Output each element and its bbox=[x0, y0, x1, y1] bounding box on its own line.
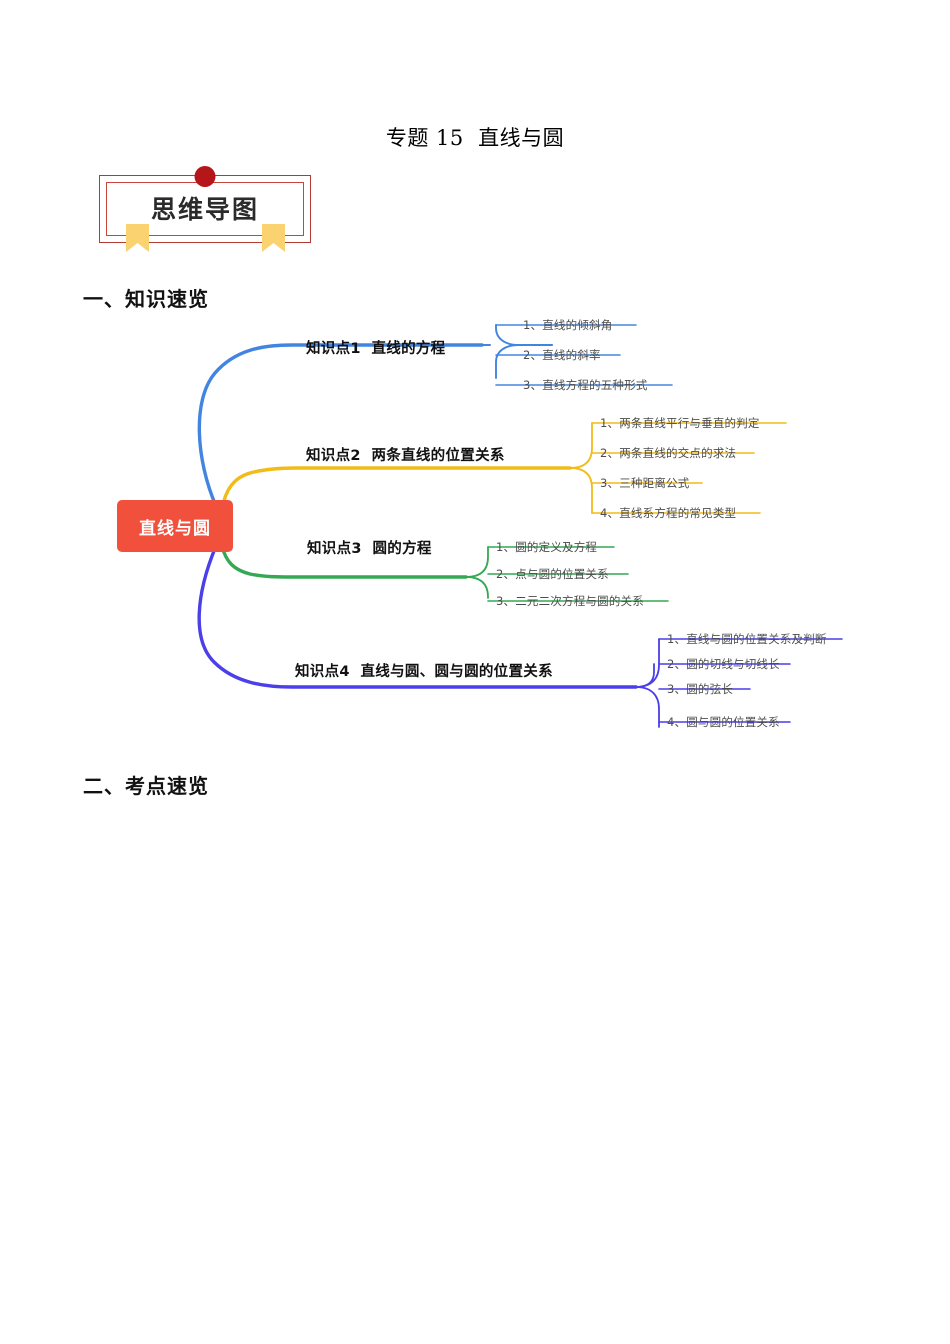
branch-3-leaf-3[interactable]: 3、二元二次方程与圆的关系 bbox=[496, 594, 644, 608]
badge-label: 思维导图 bbox=[150, 195, 259, 224]
branch-title-1[interactable]: 知识点1 直线的方程 bbox=[306, 341, 446, 357]
branch-title-4[interactable]: 知识点4 直线与圆、圆与圆的位置关系 bbox=[295, 664, 553, 680]
branch-2-connectors bbox=[220, 422, 787, 514]
branch-1-leaf-2[interactable]: 2、直线的斜率 bbox=[523, 348, 601, 362]
mindmap-root-node[interactable]: 直线与圆 bbox=[117, 500, 233, 552]
branch-1-leaf-1[interactable]: 1、直线的倾斜角 bbox=[523, 318, 613, 332]
bookmark-ribbon-right-icon bbox=[262, 224, 285, 252]
branch-3-leaf-1[interactable]: 1、圆的定义及方程 bbox=[496, 540, 598, 554]
badge-dot-icon bbox=[194, 166, 216, 187]
branch-title-2[interactable]: 知识点2 两条直线的位置关系 bbox=[306, 448, 505, 464]
branch-2-leaf-3[interactable]: 3、三种距离公式 bbox=[600, 476, 690, 490]
branch-2-leaf-1[interactable]: 1、两条直线平行与垂直的判定 bbox=[600, 416, 760, 430]
page-title: 专题 15 直线与圆 bbox=[385, 126, 565, 150]
section-heading-exam-points-overview: 二、考点速览 bbox=[83, 774, 209, 798]
branch-4-leaf-3[interactable]: 3、圆的弦长 bbox=[667, 682, 734, 696]
branch-2-leaf-4[interactable]: 4、直线系方程的常见类型 bbox=[600, 506, 737, 520]
branch-4-leaf-4[interactable]: 4、圆与圆的位置关系 bbox=[667, 715, 780, 729]
branch-1-leaf-3[interactable]: 3、直线方程的五种形式 bbox=[523, 378, 648, 392]
mind-map-badge: 思维导图 bbox=[99, 166, 311, 252]
bookmark-ribbon-left-icon bbox=[126, 224, 149, 252]
branch-4-leaf-1[interactable]: 1、直线与圆的位置关系及判断 bbox=[667, 632, 827, 646]
section-heading-knowledge-overview: 一、知识速览 bbox=[83, 287, 209, 311]
branch-title-3[interactable]: 知识点3 圆的方程 bbox=[307, 541, 432, 557]
branch-2-leaf-2[interactable]: 2、两条直线的交点的求法 bbox=[600, 446, 737, 460]
branch-3-leaf-2[interactable]: 2、点与圆的位置关系 bbox=[496, 567, 609, 581]
branch-4-leaf-2[interactable]: 2、圆的切线与切线长 bbox=[667, 657, 780, 671]
